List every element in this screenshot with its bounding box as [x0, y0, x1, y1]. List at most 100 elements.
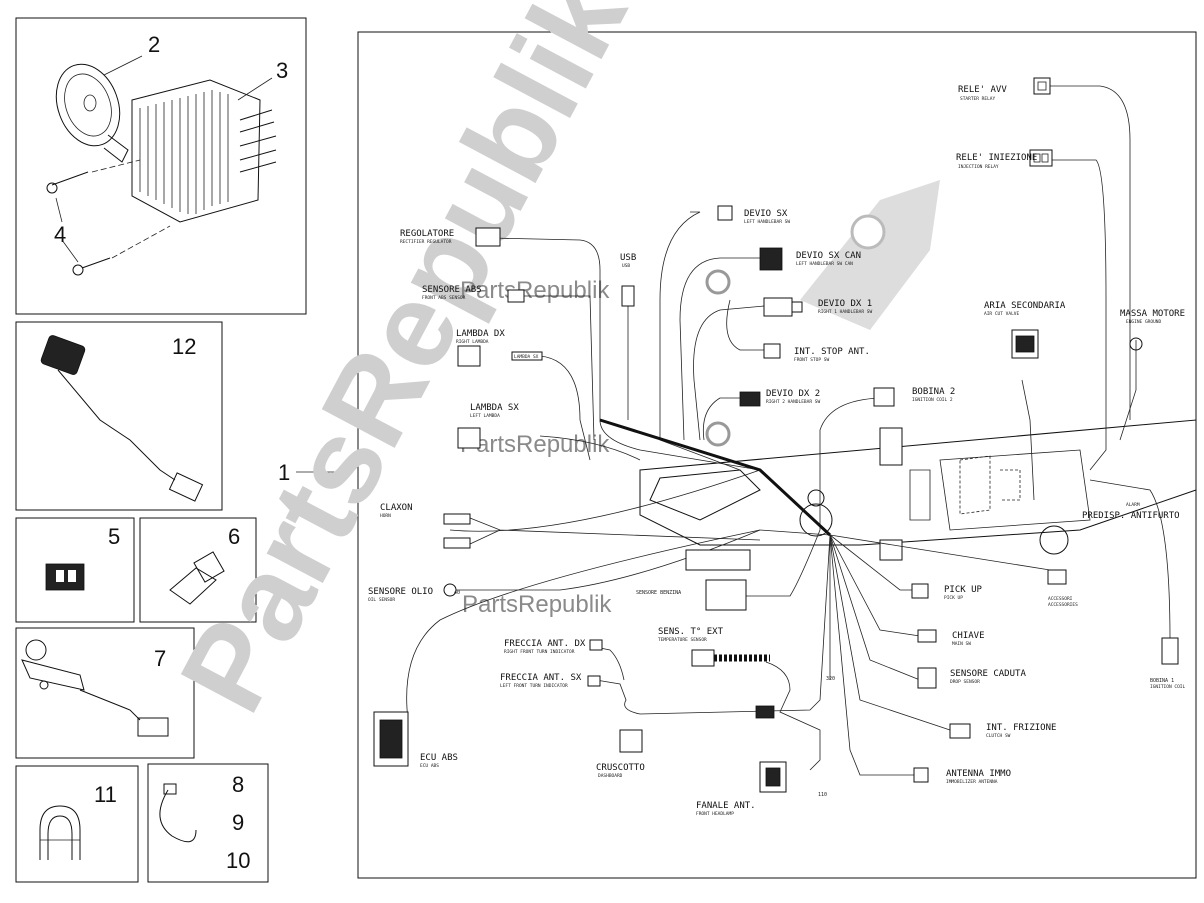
label-freccia-sx-sub: LEFT FRONT TURN INDICATOR	[500, 683, 568, 689]
label-sensore-abs-sub: FRONT ABS SENSOR	[422, 295, 466, 301]
label-lambda-dx-tag: LAMBDA SX	[514, 354, 539, 360]
label-chiave-main: CHIAVE	[952, 631, 985, 641]
label-claxon: CLAXON HORN	[380, 503, 413, 519]
label-lambda-sx-main: LAMBDA SX	[470, 403, 519, 413]
part-number-6: 6	[228, 524, 240, 549]
part-number-9: 9	[232, 810, 244, 835]
label-cruscotto-sub: DASHBOARD	[598, 773, 623, 779]
label-fanale-main: FANALE ANT.	[696, 801, 756, 811]
label-ecu-abs: ECU ABS ECU ABS	[420, 753, 458, 769]
label-antenna-main: ANTENNA IMMO	[946, 769, 1011, 779]
label-cruscotto: CRUSCOTTO DASHBOARD	[596, 763, 645, 779]
panel-tie-8-9-10: 8 9 10	[147, 763, 269, 883]
label-devio-dx1-sub: RIGHT 1 HANDLEBAR SW	[818, 309, 872, 315]
label-bobina2: BOBINA 2 IGNITION COIL 2	[912, 387, 955, 403]
label-int-stop-sub: FRONT STOP SW	[794, 357, 830, 363]
label-usb: USB USB	[620, 253, 636, 269]
label-usb-sub: USB	[622, 263, 630, 269]
connectors	[373, 77, 1179, 793]
label-freccia-sx-main: FRECCIA ANT. SX	[500, 673, 582, 683]
label-freccia-dx-sub: RIGHT FRONT TURN INDICATOR	[504, 649, 575, 655]
label-rele-injection-main: RELE' INIEZIONE	[956, 153, 1037, 163]
dimension-320: 320	[826, 676, 835, 682]
label-accessori-sub: ACCESSORIES	[1048, 602, 1078, 608]
label-predisp-main: PREDISP. ANTIFURTO	[1082, 511, 1180, 521]
part-number-5: 5	[108, 524, 120, 549]
label-bobina1-main: BOBINA 1	[1150, 678, 1174, 684]
label-devio-dx2-sub: RIGHT 2 HANDLEBAR SW	[766, 399, 820, 405]
label-usb-main: USB	[620, 253, 636, 263]
label-int-stop: INT. STOP ANT. FRONT STOP SW	[794, 347, 870, 363]
label-devio-sx: DEVIO SX LEFT HANDLEBAR SW	[744, 209, 790, 225]
label-pick-up: PICK UP PICK UP	[944, 585, 983, 601]
label-sensore-abs-main: SENSORE ABS	[422, 285, 482, 295]
label-int-frizione: INT. FRIZIONE CLUTCH SW	[986, 723, 1056, 739]
label-sensore-caduta-sub: DROP SENSOR	[950, 679, 980, 685]
label-devio-dx1-main: DEVIO DX 1	[818, 299, 872, 309]
part-number-4: 4	[54, 222, 66, 247]
label-lambda-dx-main: LAMBDA DX	[456, 329, 505, 339]
label-fanale: FANALE ANT. FRONT HEADLAMP	[696, 801, 756, 817]
label-regolatore-main: REGOLATORE	[400, 229, 454, 239]
label-bobina2-sub: IGNITION COIL 2	[912, 397, 953, 403]
label-antenna: ANTENNA IMMO IMMOBILIZER ANTENNA	[946, 769, 1011, 785]
label-lambda-dx: LAMBDA DX RIGHT LAMBDA LAMBDA SX	[456, 329, 539, 360]
label-devio-sx-can: DEVIO SX CAN LEFT HANDLEBAR SW CAN	[796, 251, 861, 267]
label-devio-sx-main: DEVIO SX	[744, 209, 788, 219]
label-freccia-dx: FRECCIA ANT. DX RIGHT FRONT TURN INDICAT…	[504, 639, 586, 655]
label-devio-dx2-main: DEVIO DX 2	[766, 389, 820, 399]
label-ecu-abs-main: ECU ABS	[420, 753, 458, 763]
label-int-stop-main: INT. STOP ANT.	[794, 347, 870, 357]
label-massa-motore: MASSA MOTORE ENGINE GROUND	[1120, 309, 1185, 325]
label-aria-secondaria: ARIA SECONDARIA AIR CUT VALVE	[984, 301, 1066, 317]
watermark: PartsRepublik PartsRepublik PartsRepubli…	[155, 0, 940, 732]
label-aria-secondaria-sub: AIR CUT VALVE	[984, 311, 1020, 317]
label-sensore-benzina: SENSORE BENZINA	[636, 590, 681, 596]
label-sensore-caduta-main: SENSORE CADUTA	[950, 669, 1026, 679]
label-massa-motore-sub: ENGINE GROUND	[1126, 319, 1162, 325]
label-lambda-dx-sub: RIGHT LAMBDA	[456, 339, 489, 345]
harness-wires	[406, 85, 1171, 776]
label-massa-motore-main: MASSA MOTORE	[1120, 309, 1185, 319]
watermark-small-1: PartsRepublik	[460, 277, 610, 304]
label-pick-up-main: PICK UP	[944, 585, 983, 595]
watermark-big: PartsRepublik	[155, 0, 652, 732]
label-accessori: ACCESSORI ACCESSORIES	[1048, 596, 1078, 608]
label-rele-avv-main: RELE' AVV	[958, 85, 1007, 95]
label-devio-dx1: DEVIO DX 1 RIGHT 1 HANDLEBAR SW	[818, 299, 872, 315]
label-freccia-sx: FRECCIA ANT. SX LEFT FRONT TURN INDICATO…	[500, 673, 582, 689]
label-sensore-abs: SENSORE ABS FRONT ABS SENSOR	[422, 285, 482, 301]
label-cruscotto-main: CRUSCOTTO	[596, 763, 645, 773]
label-freccia-dx-main: FRECCIA ANT. DX	[504, 639, 586, 649]
label-int-frizione-sub: CLUTCH SW	[986, 733, 1011, 739]
label-bobina1-sub: IGNITION COIL	[1150, 684, 1186, 690]
label-antenna-sub: IMMOBILIZER ANTENNA	[946, 779, 998, 785]
label-rele-injection-sub: INJECTION RELAY	[958, 164, 999, 170]
dimension-110: 110	[818, 792, 827, 798]
label-accessori-main: ACCESSORI	[1048, 596, 1073, 602]
label-sensore-caduta: SENSORE CADUTA DROP SENSOR	[950, 669, 1026, 685]
chassis-frame	[639, 419, 1197, 561]
label-sensore-olio-num: 40	[454, 590, 460, 596]
label-sens-temp-main: SENS. T° EXT	[658, 627, 724, 637]
label-fanale-sub: FRONT HEADLAMP	[696, 811, 734, 817]
label-rele-avv: RELE' AVV STARTER RELAY	[958, 85, 1007, 102]
harness-main-bundle	[599, 418, 832, 537]
label-predisp-sub: ALARM	[1126, 502, 1140, 508]
label-sensore-olio: SENSORE OLIO OIL SENSOR 40	[368, 587, 460, 603]
label-claxon-main: CLAXON	[380, 503, 413, 513]
panel-clip-11: 11	[15, 765, 139, 883]
label-sens-temp-sub: TEMPERATURE SENSOR	[658, 637, 707, 643]
label-lambda-sx: LAMBDA SX LEFT LAMBDA	[470, 403, 519, 419]
label-devio-dx2: DEVIO DX 2 RIGHT 2 HANDLEBAR SW	[766, 389, 820, 405]
label-devio-sx-can-sub: LEFT HANDLEBAR SW CAN	[796, 261, 853, 267]
label-claxon-sub: HORN	[380, 513, 391, 519]
watermark-small-2: PartsRepublik	[460, 431, 610, 458]
label-predisp-antifurto: ALARM PREDISP. ANTIFURTO	[1082, 502, 1180, 521]
label-rele-avv-sub: STARTER RELAY	[960, 96, 996, 102]
part-number-11: 11	[94, 782, 117, 807]
label-sens-temp: SENS. T° EXT TEMPERATURE SENSOR	[658, 627, 724, 643]
part-number-2: 2	[148, 32, 160, 57]
label-sensore-olio-main: SENSORE OLIO	[368, 587, 433, 597]
